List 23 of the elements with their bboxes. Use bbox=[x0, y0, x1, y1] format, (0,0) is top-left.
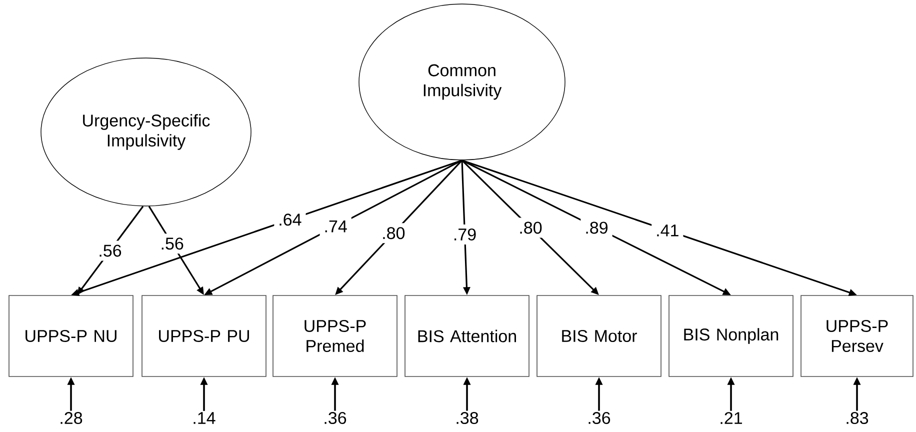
edge-label: .64 bbox=[274, 210, 306, 230]
residual-value: .36 bbox=[324, 412, 346, 424]
residual-value: .83 bbox=[846, 412, 868, 424]
residual-value: .14 bbox=[194, 412, 216, 424]
residual-value: .38 bbox=[456, 412, 478, 424]
indicator-box: UPPS-P Persev bbox=[800, 295, 914, 377]
edge-label: .56 bbox=[156, 234, 188, 254]
residual-value: .28 bbox=[60, 412, 82, 424]
residual-value: .21 bbox=[720, 412, 742, 424]
edge-label: .74 bbox=[320, 216, 352, 236]
indicator-box: UPPS-P PU bbox=[142, 295, 266, 377]
indicator-box: UPPS-P NU bbox=[8, 295, 134, 377]
edge-label: .56 bbox=[94, 240, 126, 261]
edge-label: .80 bbox=[378, 223, 410, 244]
indicator-box: UPPS-P Premed bbox=[272, 295, 398, 377]
indicator-box: BIS Nonplan bbox=[668, 295, 794, 377]
indicator-box: BIS Motor bbox=[536, 295, 662, 377]
edge-label: .79 bbox=[448, 224, 481, 244]
edge-label: .80 bbox=[514, 218, 546, 238]
residual-value: .36 bbox=[588, 412, 610, 424]
indicator-box: BIS Attention bbox=[404, 295, 530, 377]
edge-label: .41 bbox=[652, 220, 684, 240]
edge-label: .89 bbox=[580, 218, 612, 238]
